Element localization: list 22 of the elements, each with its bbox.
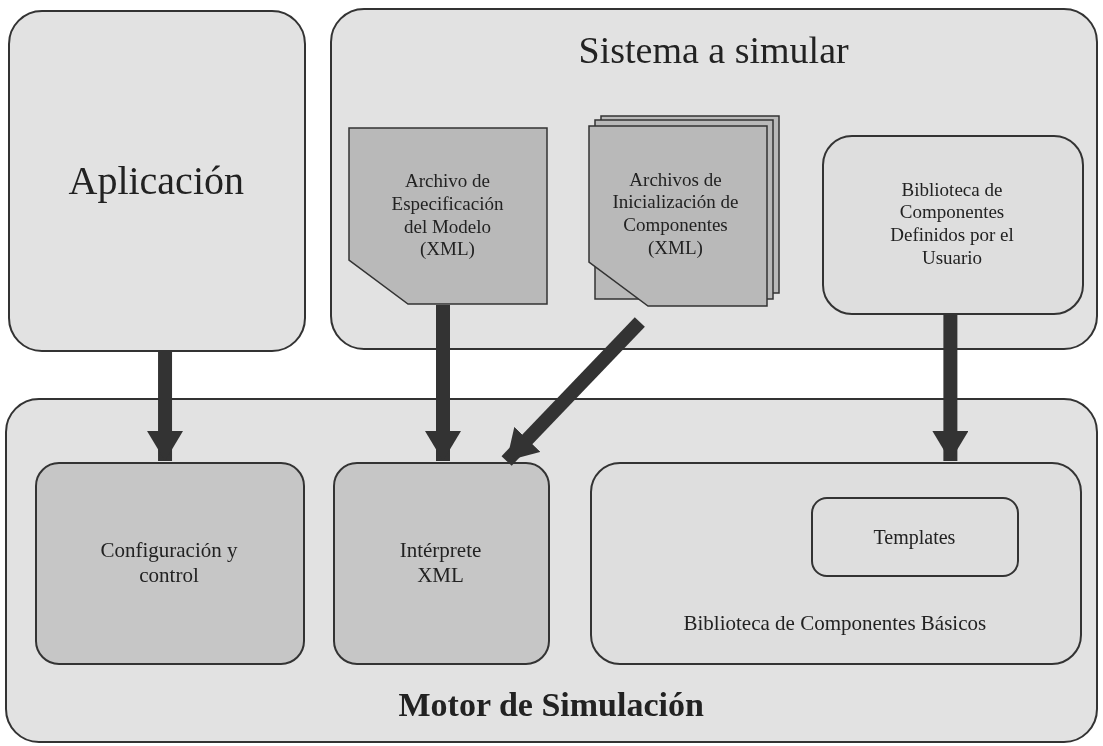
rounded-box (332, 461, 550, 665)
node-label: Templates (873, 524, 956, 549)
section-title: Motor de Simulación (398, 685, 704, 725)
rounded-box (34, 461, 305, 665)
rounded-box (589, 461, 1082, 665)
node-label: Biblioteca de Componentes Básicos (683, 610, 987, 636)
rounded-box (5, 398, 1098, 743)
rounded-box (330, 8, 1098, 350)
node-label: Archivo de Especificación del Modelo (XML) (390, 170, 505, 262)
rounded-box (811, 497, 1019, 577)
node-label: Intérprete XML (398, 537, 483, 588)
arrow (147, 352, 184, 461)
section-title: Sistema a simular (578, 28, 849, 73)
rounded-box (8, 10, 306, 352)
arrow (932, 315, 969, 461)
node-label: Configuración y control (99, 537, 239, 588)
arrow (425, 305, 461, 461)
node-label: Biblioteca de Componentes Definidos por el Usuario (889, 178, 1015, 270)
node-label: Aplicación (68, 156, 244, 205)
rounded-box (821, 134, 1084, 315)
node-label: Archivos de Inicialización de Componentes (XML) (611, 168, 740, 260)
arrow (501, 317, 645, 466)
